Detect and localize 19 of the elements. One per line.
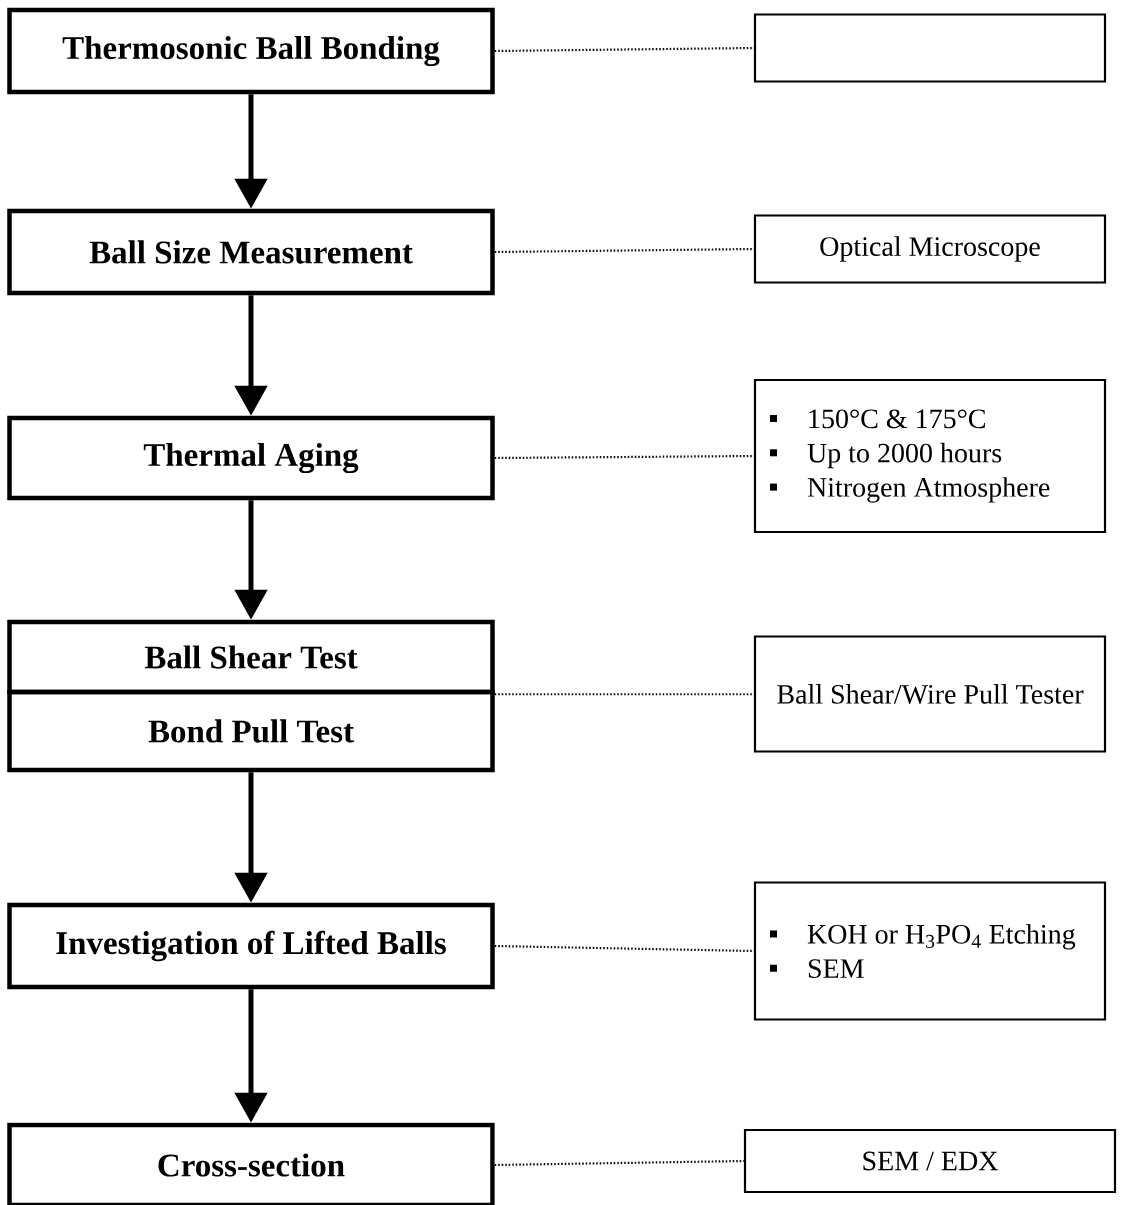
dotted-connector xyxy=(494,247,754,254)
note-box: Optical Microscope xyxy=(753,214,1107,284)
process-box: Cross-section xyxy=(7,1122,495,1205)
process-box: Ball Size Measurement xyxy=(7,208,495,296)
process-box: Ball Shear Test xyxy=(7,619,495,695)
dotted-connector xyxy=(494,693,754,696)
dotted-connector xyxy=(494,944,754,953)
process-box: Investigation of Lifted Balls xyxy=(7,902,495,990)
dotted-connector xyxy=(494,46,754,53)
process-box: Thermosonic Ball Bonding xyxy=(7,7,495,95)
process-box: Bond Pull Test xyxy=(7,689,495,773)
dotted-connector xyxy=(494,454,754,460)
process-box: Thermal Aging xyxy=(7,415,495,501)
dotted-connector xyxy=(494,1159,744,1167)
note-box: Ball Shear/Wire Pull Tester xyxy=(753,635,1107,753)
empty-box xyxy=(753,13,1107,83)
note-box: 150°C & 175°C Up to 2000 hours Nitrogen Atmosphere xyxy=(753,378,1107,534)
note-box: SEM / EDX xyxy=(743,1128,1117,1194)
note-box: KOH or H$_{3}$PO$_{4}$ Etching SEM xyxy=(753,881,1107,1021)
